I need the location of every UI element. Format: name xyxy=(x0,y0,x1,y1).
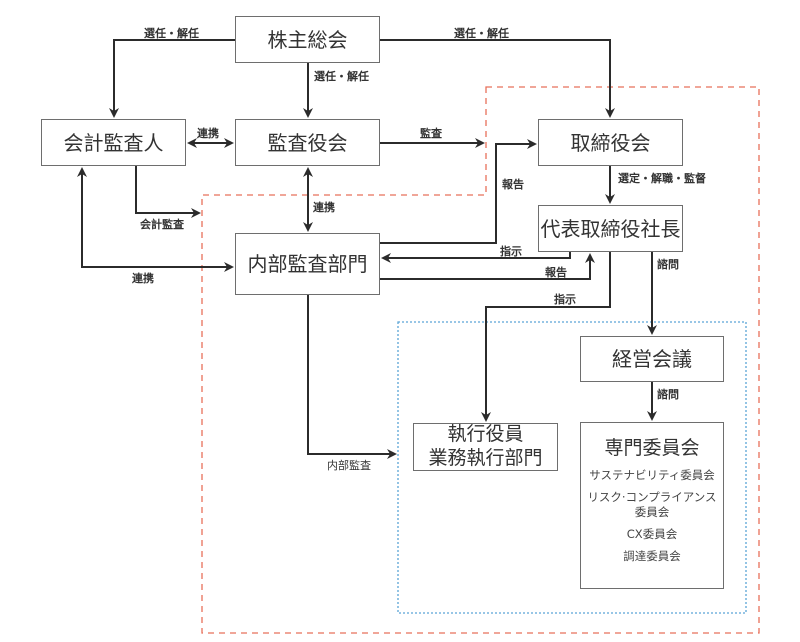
label-cooperation-auditor-board: 連携 xyxy=(197,127,219,140)
edge-report-to-president xyxy=(380,253,595,280)
node-label: 取締役会 xyxy=(570,130,651,155)
node-specialized-committees: 専門委員会 サステナビリティ委員会 リスク·コンプライアンス 委員会 CX委員会… xyxy=(580,422,724,589)
node-management-meeting: 経営会議 xyxy=(580,336,724,382)
label-report-to-board: 報告 xyxy=(502,178,524,191)
edge-report-to-board xyxy=(380,139,537,244)
edge-appoint-auditor xyxy=(109,39,235,118)
label-audit: 監査 xyxy=(420,127,442,140)
node-audit-board: 監査役会 xyxy=(235,119,380,166)
node-label: 代表取締役社長 xyxy=(540,216,681,241)
node-executive-officers: 執行役員 業務執行部門 xyxy=(413,423,558,471)
node-label: 株主総会 xyxy=(267,27,348,52)
label-cooperation-board-internal: 連携 xyxy=(313,201,335,214)
node-board-of-directors: 取締役会 xyxy=(538,119,683,166)
label-appoint-board: 選任・解任 xyxy=(454,27,509,40)
label-internal-audit: 内部監査 xyxy=(327,459,371,472)
node-label-line2: 業務執行部門 xyxy=(428,447,543,469)
node-label-line1: 執行役員 xyxy=(447,423,524,446)
label-accounting-audit: 会計監査 xyxy=(140,218,184,231)
committee-item: サステナビリティ委員会 xyxy=(589,467,715,482)
execution-group-boundary xyxy=(397,321,747,614)
edge-accounting-audit xyxy=(135,166,201,218)
label-instruct-exec: 指示 xyxy=(554,293,576,306)
label-appoint-auditor: 選任・解任 xyxy=(144,27,199,40)
node-label: 経営会議 xyxy=(612,347,692,371)
node-accounting-auditor: 会計監査人 xyxy=(41,119,186,166)
label-appoint-audit-board: 選任・解任 xyxy=(314,70,369,83)
node-label: 会計監査人 xyxy=(63,130,164,155)
label-instruct-internal: 指示 xyxy=(500,245,522,258)
committee-title: 専門委員会 xyxy=(604,437,700,459)
label-cooperation-internal-auditor: 連携 xyxy=(132,272,154,285)
node-shareholders-meeting: 株主総会 xyxy=(235,16,380,63)
edge-cooperation-internal-auditor xyxy=(77,167,234,272)
label-report-to-president: 報告 xyxy=(545,266,567,279)
node-label: 監査役会 xyxy=(267,130,348,155)
governance-group-boundary xyxy=(201,86,760,634)
committee-item: リスク·コンプライアンス 委員会 xyxy=(587,489,717,519)
committee-item: CX委員会 xyxy=(626,526,678,541)
edge-instruct-exec xyxy=(481,252,611,422)
node-president: 代表取締役社長 xyxy=(538,205,683,252)
edge-internal-audit xyxy=(307,295,397,459)
edge-appoint-board xyxy=(380,39,615,118)
node-internal-audit: 内部監査部門 xyxy=(235,233,380,295)
committee-item: 調達委員会 xyxy=(623,548,681,563)
label-select-dismiss-supervise: 選定・解職・監督 xyxy=(618,172,706,185)
label-consult-committee: 諮問 xyxy=(657,388,679,401)
edge-instruct-internal xyxy=(381,252,571,263)
node-label: 内部監査部門 xyxy=(247,252,368,276)
label-consult: 諮問 xyxy=(657,258,679,271)
